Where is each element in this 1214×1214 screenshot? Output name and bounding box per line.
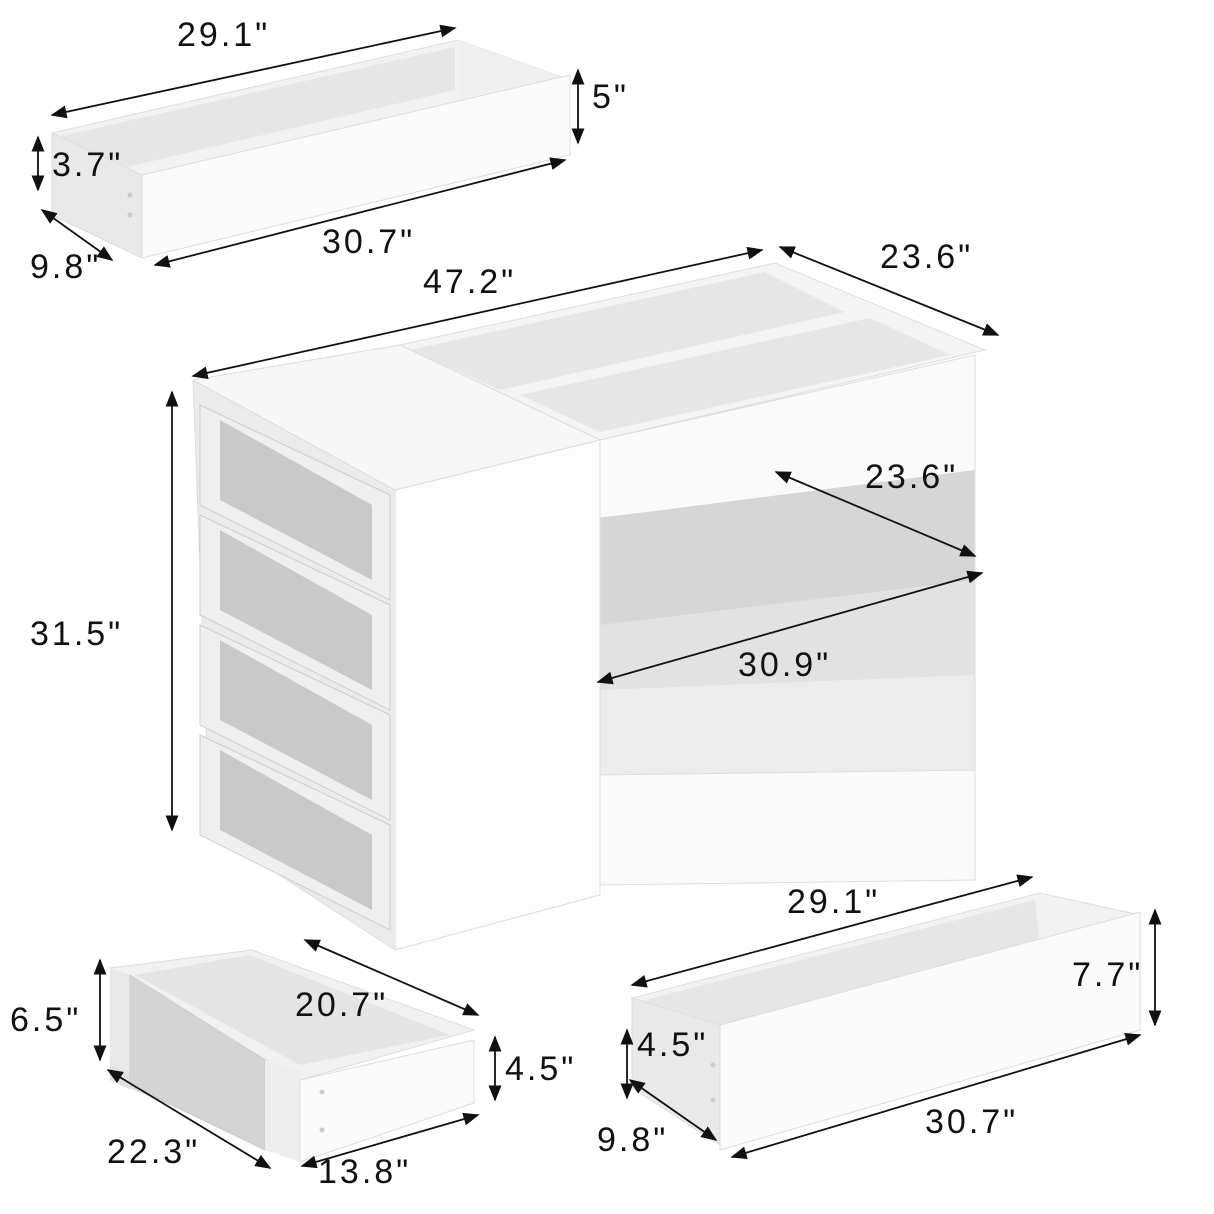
top-drawer-depth-label: 9.8" bbox=[30, 248, 102, 286]
cabinet-height-label: 31.5" bbox=[30, 615, 124, 653]
small-drawer-back-height-label: 4.5" bbox=[505, 1050, 577, 1088]
bottom-drawer-depth-label: 9.8" bbox=[597, 1121, 669, 1159]
top-drawer-front-width-label: 30.7" bbox=[322, 223, 416, 261]
small-drawer-front-height-label: 6.5" bbox=[10, 1001, 82, 1039]
small-drawer-width-label: 13.8" bbox=[318, 1153, 412, 1191]
bottom-drawer-front-width-label: 30.7" bbox=[925, 1103, 1019, 1141]
small-drawer-depth-label: 20.7" bbox=[295, 986, 389, 1024]
cabinet-glass-drawers bbox=[199, 404, 391, 931]
top-drawer-side-height-label: 3.7" bbox=[52, 146, 124, 184]
cabinet-shelf-depth-label: 23.6" bbox=[865, 458, 959, 496]
bottom-drawer-front-height-label: 7.7" bbox=[1072, 956, 1144, 994]
bottom-drawer-dimension-arrows bbox=[620, 874, 1162, 1160]
cabinet-shelf-width-label: 30.9" bbox=[738, 646, 832, 684]
cabinet-dimension-arrows bbox=[165, 246, 1000, 832]
bottom-drawer-back-width-label: 29.1" bbox=[787, 883, 881, 921]
small-drawer-length-label: 22.3" bbox=[107, 1133, 201, 1171]
top-drawer-back-width-label: 29.1" bbox=[177, 16, 271, 54]
small-drawer-dimension-arrows bbox=[93, 939, 502, 1169]
cabinet-depth-label: 23.6" bbox=[880, 238, 974, 276]
small-glass-drawer bbox=[108, 949, 476, 1163]
top-drawer-front-height-label: 5" bbox=[592, 78, 629, 116]
bottom-drawer-side-height-label: 4.5" bbox=[637, 1026, 709, 1064]
cabinet-width-label: 47.2" bbox=[423, 263, 517, 301]
